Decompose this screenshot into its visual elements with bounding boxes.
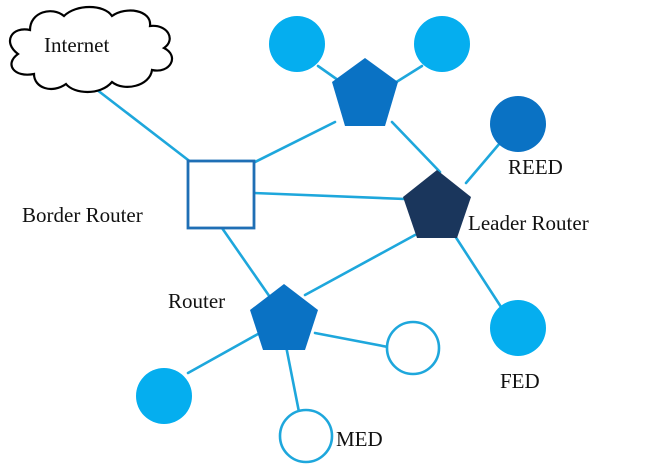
link-border-leader <box>252 191 407 201</box>
link-router-light-node <box>186 332 260 375</box>
link-border-top-router <box>251 120 337 165</box>
fed-node <box>490 300 546 356</box>
border-router-label: Border Router <box>22 203 143 227</box>
internet-label: Internet <box>44 33 109 57</box>
end-device-node-bottom-left <box>136 368 192 424</box>
fed-label: FED <box>500 369 540 393</box>
link-leader-fed <box>453 234 505 312</box>
link-router-med-right <box>313 331 390 349</box>
link-internet-border <box>90 84 194 165</box>
leader-router-label: Leader Router <box>468 211 589 235</box>
leader-router-pentagon <box>403 170 471 238</box>
network-links <box>90 64 505 414</box>
end-device-node-top-right <box>414 16 470 72</box>
link-leader-reed <box>464 141 502 185</box>
med-label: MED <box>336 427 383 451</box>
link-router-med-bottom <box>284 344 301 414</box>
router-pentagon-bottom <box>250 284 318 350</box>
router-label: Router <box>168 289 225 313</box>
reed-label: REED <box>508 155 563 179</box>
reed-node <box>490 96 546 152</box>
med-node-right <box>385 320 441 376</box>
internet-cloud-icon <box>8 5 174 94</box>
link-top-router-leader <box>390 120 442 174</box>
link-leader-router <box>303 233 417 297</box>
end-device-node-top-left <box>269 16 325 72</box>
med-node-bottom <box>278 408 334 464</box>
link-border-router <box>220 226 274 302</box>
router-pentagon-top <box>332 58 398 126</box>
border-router-square <box>186 159 256 230</box>
